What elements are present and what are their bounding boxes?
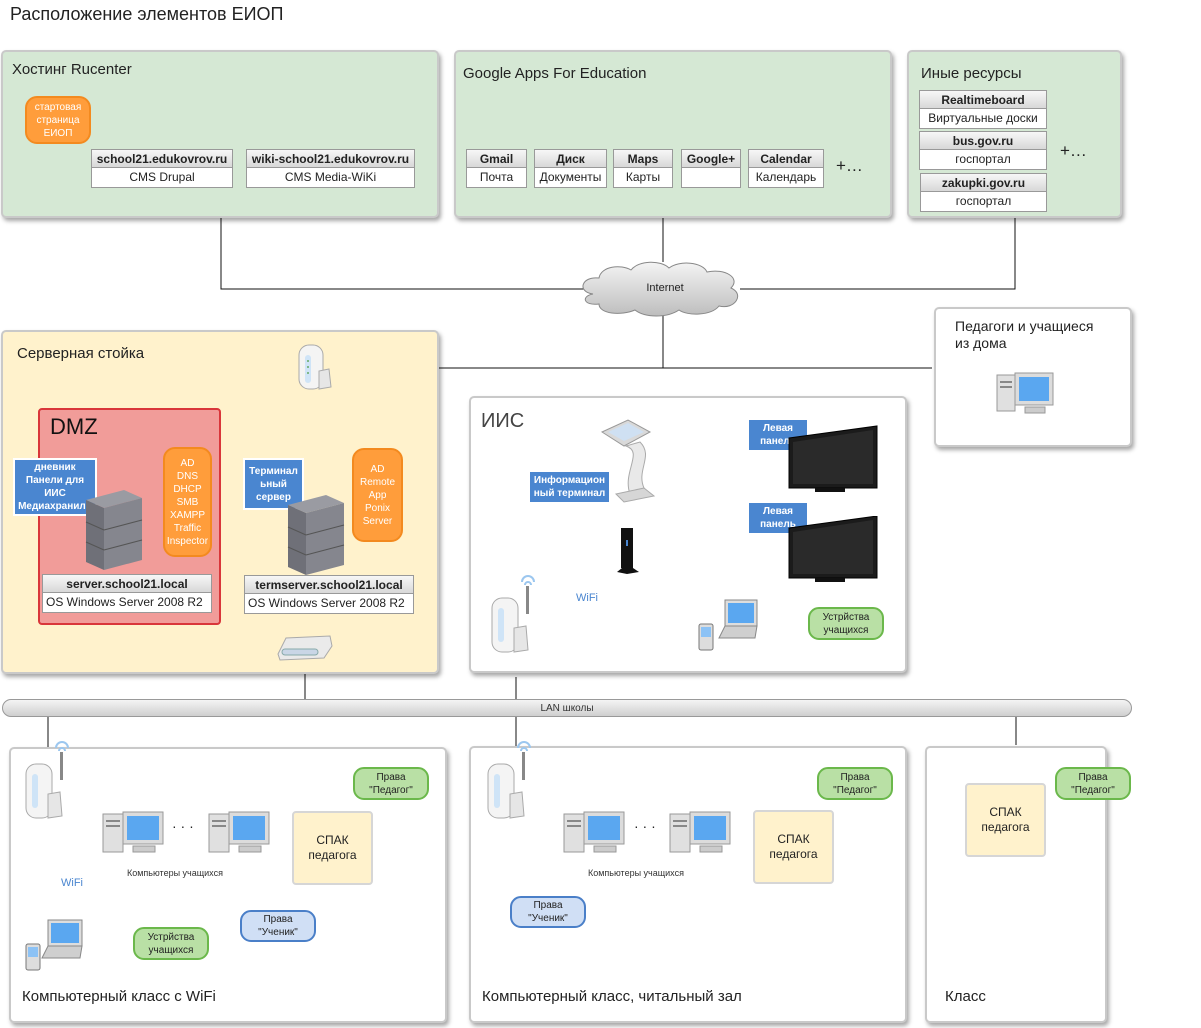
dmz-server-os: OS Windows Server 2008 R2 (46, 595, 203, 609)
class2-student-pc-1-icon (563, 811, 625, 853)
resource-zakupki-gov[interactable]: zakupki.gov.ru госпортал (920, 173, 1047, 212)
class3-teacher-station[interactable]: СПАК педагога (965, 783, 1046, 857)
app-calendar[interactable]: Calendar Календарь (748, 149, 824, 188)
display-panel-1-icon (788, 425, 878, 492)
start-page-callout: стартовая страница ЕИОП (25, 96, 91, 144)
site-wiki-cms: CMS Media-WiKi (284, 170, 377, 184)
class1-devices-callout: Устрйства учащихся (133, 927, 209, 960)
panel2-tag: Левая панель (747, 501, 809, 535)
computer-class-wifi-title: Компьютерный класс с WiFi (22, 988, 216, 1005)
other-more: +… (1060, 141, 1087, 160)
wire-internet-home (662, 316, 932, 369)
app-gmail[interactable]: Gmail Почта (466, 149, 527, 188)
terminal-services-callout: AD Remote App Ponix Server (352, 448, 403, 542)
site-school21-host: school21.edukovrov.ru (92, 150, 232, 168)
home-users-title: Педагоги и учащиеся из дома (955, 318, 1094, 351)
dmz-server-icon (85, 490, 143, 570)
resource-zakupki-gov-desc: госпортал (955, 194, 1012, 208)
app-disk[interactable]: Диск Документы (534, 149, 607, 188)
hosting-title: Хостинг Rucenter (12, 61, 132, 78)
site-school21-cms: CMS Drupal (129, 170, 195, 184)
router-icon (298, 344, 332, 390)
dmz-title: DMZ (50, 414, 98, 439)
switch-icon (277, 635, 333, 661)
app-disk-desc: Документы (539, 170, 602, 184)
class1-more-pcs: · · · (172, 818, 194, 834)
class2-teacher-rights-callout: Права "Педагог" (817, 767, 893, 800)
class3-teacher-rights-callout: Права "Педагог" (1055, 767, 1131, 800)
app-googleplus[interactable]: Google+ (681, 149, 741, 188)
computer-class-reading-title: Компьютерный класс, читальный зал (482, 988, 742, 1005)
class-title: Класс (945, 988, 986, 1005)
home-computer-icon (996, 372, 1054, 414)
iis-student-devices-icon (698, 599, 758, 651)
class1-teacher-station[interactable]: СПАК педагога (292, 811, 373, 885)
class2-more-pcs: · · · (634, 818, 656, 834)
info-terminal-tag: Информацион ный терминал (528, 470, 611, 504)
site-wiki-school21[interactable]: wiki-school21.edukovrov.ru CMS Media-WiK… (246, 149, 415, 188)
google-apps-panel: Google Apps For Education (454, 50, 892, 218)
school-lan-bus: LAN школы (2, 699, 1132, 717)
app-maps-desc: Карты (625, 170, 661, 184)
resource-zakupki-gov-name: zakupki.gov.ru (921, 174, 1046, 192)
wire-other-internet (740, 216, 1016, 290)
class2-student-pc-2-icon (669, 811, 731, 853)
app-gmail-desc: Почта (479, 170, 514, 184)
class1-student-rights-callout: Права "Ученик" (240, 910, 316, 942)
app-maps-name: Maps (614, 150, 672, 168)
dmz-server-tag: дневник Панели для ИИС Медиахранили (13, 458, 97, 516)
resource-realtimeboard[interactable]: Realtimeboard Виртуальные доски (919, 90, 1047, 129)
iis-title: ИИС (481, 410, 525, 432)
app-calendar-desc: Календарь (755, 170, 817, 184)
mini-pc-icon (617, 528, 639, 574)
server-rack-title: Серверная стойка (17, 345, 145, 362)
class1-computers-label: Компьютеры учащихся (127, 868, 223, 878)
app-maps[interactable]: Maps Карты (613, 149, 673, 188)
app-googleplus-desc (682, 168, 740, 187)
class2-student-rights-callout: Права "Ученик" (510, 896, 586, 928)
class1-wifi-label: WiFi (61, 877, 83, 889)
internet-label: Internet (646, 282, 684, 294)
iis-devices-callout: Устрйства учащихся (808, 607, 884, 640)
class2-teacher-station[interactable]: СПАК педагога (753, 810, 834, 884)
dmz-server-label[interactable]: server.school21.local OS Windows Server … (42, 574, 212, 613)
terminal-server-os: OS Windows Server 2008 R2 (248, 596, 405, 610)
resource-bus-gov-desc: госпортал (955, 152, 1011, 166)
terminal-server-icon (287, 495, 345, 575)
class1-teacher-rights-callout: Права "Педагог" (353, 767, 429, 800)
display-panel-2-icon (788, 516, 878, 582)
site-wiki-host: wiki-school21.edukovrov.ru (247, 150, 414, 168)
app-googleplus-name: Google+ (682, 150, 740, 168)
app-calendar-name: Calendar (749, 150, 823, 168)
class2-wifi-router-icon (487, 741, 531, 819)
class1-student-pc-2-icon (208, 811, 270, 853)
terminal-server-hostname: termserver.school21.local (245, 576, 413, 594)
class1-student-devices-icon (25, 919, 83, 971)
google-apps-title: Google Apps For Education (463, 65, 647, 82)
other-resources-title: Иные ресурсы (921, 65, 1022, 82)
resource-realtimeboard-desc: Виртуальные доски (928, 111, 1038, 125)
resource-realtimeboard-name: Realtimeboard (920, 91, 1046, 109)
terminal-server-tag: Терминал ьный сервер (243, 458, 304, 510)
site-school21[interactable]: school21.edukovrov.ru CMS Drupal (91, 149, 233, 188)
class1-wifi-router-icon (25, 741, 69, 819)
internet-cloud-icon (582, 261, 739, 317)
app-gmail-name: Gmail (467, 150, 526, 168)
iis-wifi-label: WiFi (576, 592, 598, 604)
info-kiosk-icon (600, 419, 656, 503)
class2-computers-label: Компьютеры учащихся (588, 868, 684, 878)
dmz-server-hostname: server.school21.local (43, 575, 211, 593)
google-more: +… (836, 156, 863, 175)
wire-hosting-internet (220, 216, 590, 290)
terminal-server-label[interactable]: termserver.school21.local OS Windows Ser… (244, 575, 414, 614)
class1-student-pc-1-icon (102, 811, 164, 853)
resource-bus-gov[interactable]: bus.gov.ru госпортал (919, 131, 1047, 170)
iis-wifi-router-icon (491, 575, 535, 653)
diagram-title: Расположение элементов ЕИОП (10, 4, 284, 24)
dmz-services-callout: AD DNS DHCP SMB XAMPP Traffic Inspector (163, 447, 212, 557)
resource-bus-gov-name: bus.gov.ru (920, 132, 1046, 150)
app-disk-name: Диск (535, 150, 606, 168)
